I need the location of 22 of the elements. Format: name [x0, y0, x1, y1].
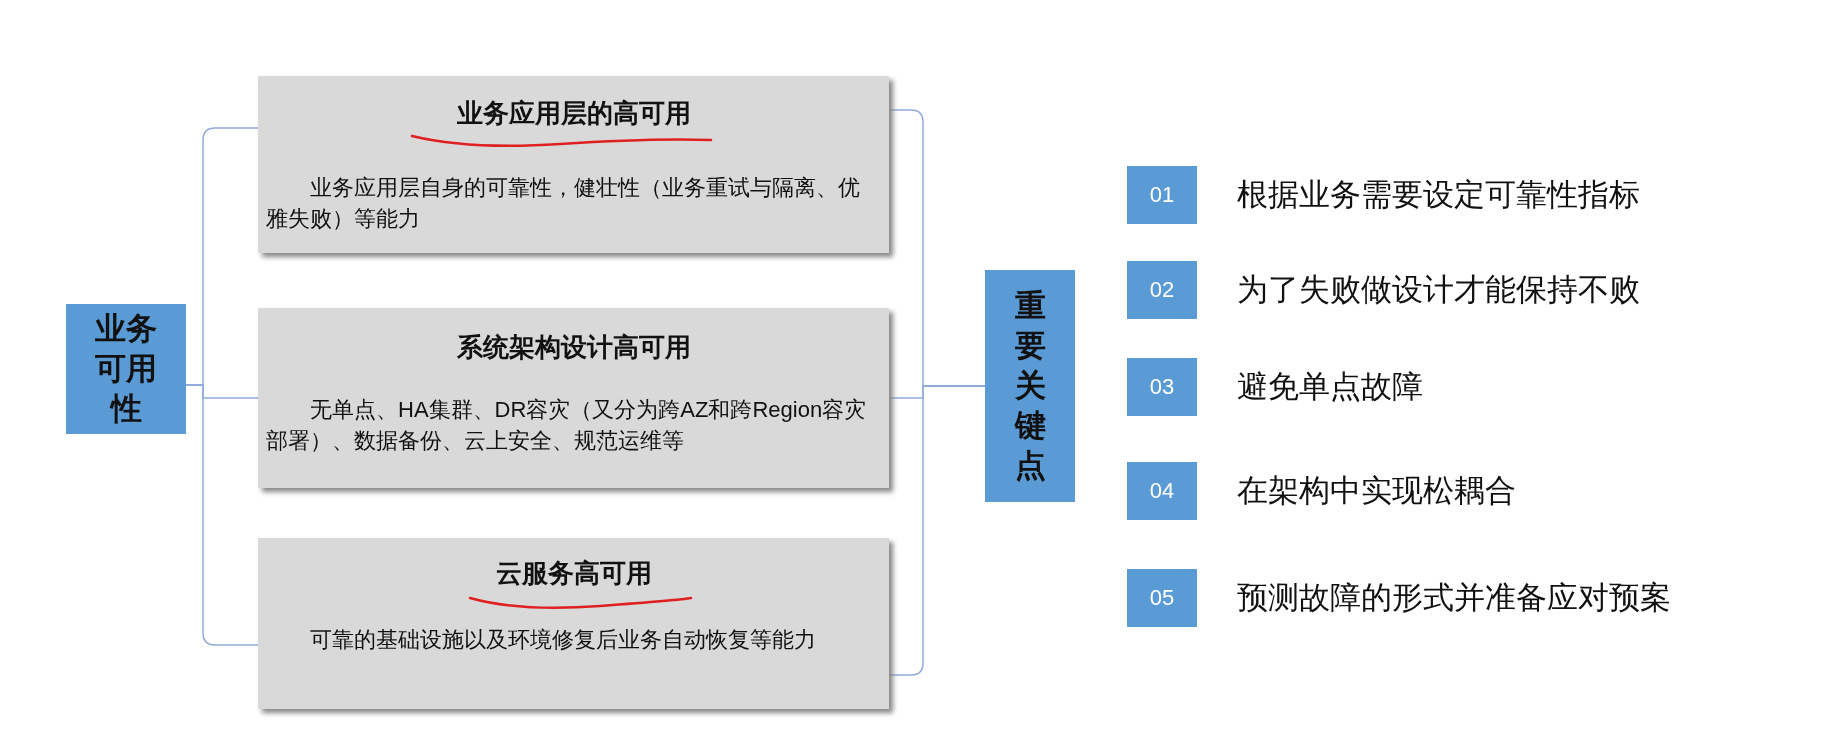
card-text: 业务应用层自身的可靠性，健壮性（业务重试与隔离、优雅失败）等能力 [266, 174, 861, 233]
item-text: 在架构中实现松耦合 [1237, 472, 1516, 510]
label-box: 业务可用性 [66, 304, 186, 434]
number-box: 01 [1127, 166, 1197, 224]
item-text: 为了失败做设计才能保持不败 [1237, 271, 1640, 309]
card-title: 云服务高可用 [494, 557, 653, 590]
number-box: 03 [1127, 358, 1197, 416]
text-card [258, 76, 889, 253]
number-box: 02 [1127, 261, 1197, 319]
card-text: 可靠的基础设施以及环境修复后业务自动恢复等能力 [309, 626, 817, 654]
bracket-connector [185, 384, 259, 646]
number-box: 05 [1127, 569, 1197, 627]
text-card [258, 308, 889, 488]
card-text: 无单点、HA集群、DR容灾（又分为跨AZ和跨Region容灾部署）、数据备份、云上安全、规范运维等 [266, 396, 868, 455]
item-text: 预测故障的形式并准备应对预案 [1237, 579, 1671, 617]
card-title: 业务应用层的高可用 [455, 97, 692, 130]
item-text: 避免单点故障 [1237, 368, 1423, 406]
item-text: 根据业务需要设定可靠性指标 [1237, 176, 1640, 214]
card-title: 系统架构设计高可用 [455, 331, 692, 364]
label-box: 重要关键点 [985, 270, 1075, 502]
text-card [258, 538, 889, 709]
number-box: 04 [1127, 462, 1197, 520]
